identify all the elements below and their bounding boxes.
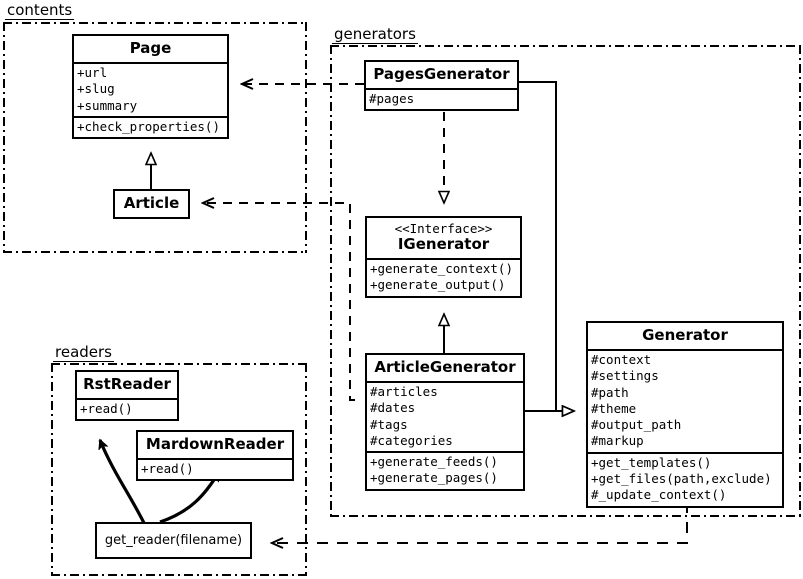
method-row: +generate_feeds(): [370, 454, 498, 470]
class-name-articlegenerator: ArticleGenerator: [374, 358, 516, 376]
class-name-rstreader: RstReader: [83, 375, 171, 393]
class-name-article: Article: [123, 194, 180, 212]
class-name-page: Page: [129, 39, 172, 57]
attribute-row: #categories: [370, 432, 453, 448]
class-box-mardownreader[interactable]: MardownReader +read(): [136, 430, 294, 482]
attribute-row: #settings: [591, 368, 659, 384]
method-row: +generate_pages(): [370, 470, 498, 486]
attribute-row: #markup: [591, 433, 644, 449]
attribute-row: #context: [591, 352, 652, 367]
attribute-row: #articles: [370, 384, 438, 399]
class-attributes-page: +url +slug +summary: [74, 62, 227, 116]
attribute-row: #theme: [591, 400, 637, 416]
class-methods-generator: +get_templates() +get_files(path,exclude…: [588, 451, 782, 506]
attribute-row: +summary: [77, 97, 138, 113]
method-row: +read(): [141, 461, 194, 476]
package-generators-label: generators: [332, 25, 418, 44]
attribute-row: #pages: [369, 91, 415, 106]
class-name-pagesgenerator: PagesGenerator: [373, 65, 510, 83]
method-row: +check_properties(): [77, 118, 220, 134]
class-box-article[interactable]: Article: [113, 189, 190, 219]
method-row: +read(): [80, 401, 133, 416]
method-row: +generate_context(): [370, 261, 513, 276]
method-row: #_update_context(): [591, 487, 727, 503]
class-methods-articlegenerator: +generate_feeds() +generate_pages(): [367, 451, 523, 489]
package-readers-label: readers: [53, 343, 114, 362]
class-attributes-articlegenerator: #articles #dates #tags #categories: [367, 381, 523, 451]
function-box-get-reader[interactable]: get_reader(filename): [95, 522, 252, 559]
class-name-mardownreader: MardownReader: [145, 435, 285, 453]
method-row: +get_files(path,exclude): [591, 471, 772, 487]
class-box-pagesgenerator[interactable]: PagesGenerator #pages: [364, 60, 519, 112]
method-row: +generate_output(): [370, 277, 506, 293]
class-box-page[interactable]: Page +url +slug +summary +check_properti…: [72, 34, 229, 140]
class-methods-igenerator: +generate_context() +generate_output(): [367, 258, 520, 296]
attribute-row: +url: [77, 65, 108, 80]
class-attributes-pagesgenerator: #pages: [366, 88, 517, 109]
class-box-generator[interactable]: Generator #context #settings #path #them…: [586, 321, 784, 508]
class-methods-rstreader: +read(): [77, 398, 177, 419]
attribute-row: #dates: [370, 400, 416, 416]
class-methods-mardownreader: +read(): [138, 458, 292, 479]
class-name-igenerator: IGenerator: [397, 235, 490, 253]
attribute-row: #output_path: [591, 417, 682, 433]
class-box-igenerator[interactable]: <<Interface>> IGenerator +generate_conte…: [365, 216, 522, 298]
attribute-row: #path: [591, 384, 629, 400]
class-box-rstreader[interactable]: RstReader +read(): [75, 370, 179, 422]
class-name-generator: Generator: [642, 326, 728, 344]
function-name-get-reader: get_reader(filename): [104, 533, 243, 548]
package-contents-label: contents: [5, 1, 75, 20]
class-methods-page: +check_properties(): [74, 115, 227, 137]
class-stereotype-igenerator: <<Interface>>: [394, 221, 493, 236]
attribute-row: #tags: [370, 416, 408, 432]
attribute-row: +slug: [77, 81, 115, 97]
class-attributes-generator: #context #settings #path #theme #output_…: [588, 349, 782, 452]
method-row: +get_templates(): [591, 454, 712, 470]
class-box-articlegenerator[interactable]: ArticleGenerator #articles #dates #tags …: [365, 353, 525, 491]
